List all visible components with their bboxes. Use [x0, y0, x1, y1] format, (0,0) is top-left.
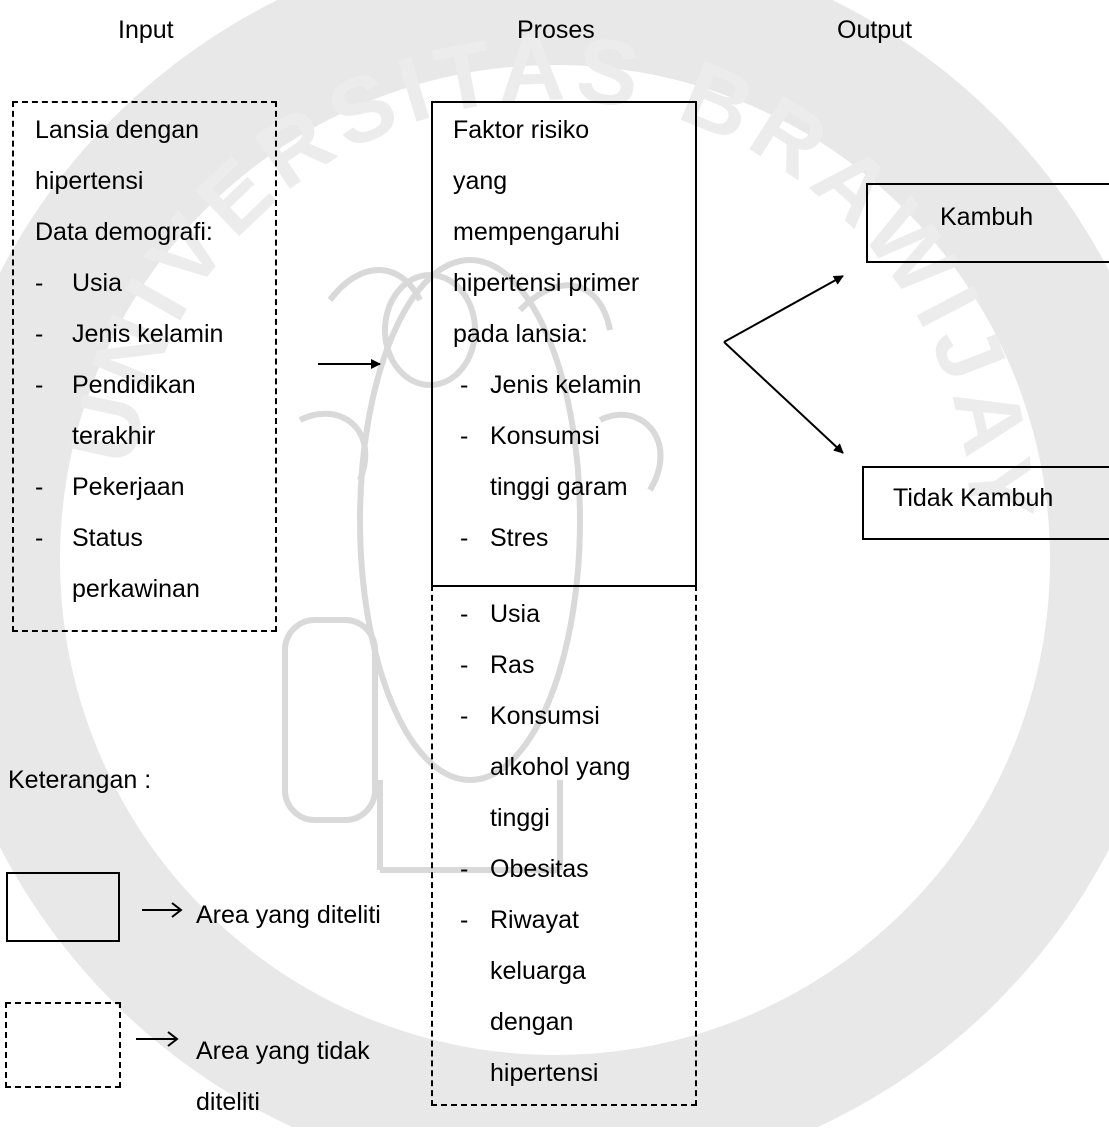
- input-item-pendidikan: Pendidikan: [72, 371, 196, 399]
- list-dash: -: [35, 473, 44, 501]
- list-dash: -: [460, 651, 469, 679]
- studied-item-jenis-kelamin: Jenis kelamin: [490, 371, 642, 399]
- input-item-terakhir: terakhir: [72, 422, 156, 450]
- list-dash: -: [35, 269, 44, 297]
- list-dash: -: [35, 524, 44, 552]
- process-title-line: hipertensi primer: [453, 269, 640, 297]
- input-item-status: Status: [72, 524, 143, 552]
- list-dash: -: [35, 371, 44, 399]
- output-kambuh: Kambuh: [940, 203, 1034, 231]
- list-dash: -: [460, 855, 469, 883]
- unstudied-item-obesitas: Obesitas: [490, 855, 589, 883]
- legend-label-unstudied-line2: diteliti: [196, 1088, 260, 1116]
- unstudied-item-alkohol: alkohol yang: [490, 753, 631, 781]
- list-dash: -: [460, 524, 469, 552]
- header-proses: Proses: [517, 16, 595, 44]
- legend-title: Keterangan :: [8, 766, 152, 794]
- legend-box-studied: [6, 872, 120, 942]
- process-box-studied: [431, 101, 697, 587]
- process-title-line: mempengaruhi: [453, 218, 620, 246]
- header-input: Input: [118, 16, 174, 44]
- legend-arrow-studied: [142, 902, 183, 918]
- arrow-to-tidak-kambuh: [723, 341, 844, 454]
- process-title-line: yang: [453, 167, 508, 195]
- input-item-usia: Usia: [72, 269, 123, 297]
- demographic-label: Data demografi:: [35, 218, 213, 246]
- list-dash: -: [460, 371, 469, 399]
- studied-item-stres: Stres: [490, 524, 549, 552]
- studied-item-tinggi-garam: tinggi garam: [490, 473, 628, 501]
- list-dash: -: [460, 702, 469, 730]
- input-title-line1: Lansia dengan: [35, 116, 200, 144]
- legend-arrow-unstudied: [136, 1031, 179, 1047]
- input-item-jenis-kelamin: Jenis kelamin: [72, 320, 224, 348]
- input-title-line2: hipertensi: [35, 167, 144, 195]
- input-item-perkawinan: perkawinan: [72, 575, 200, 603]
- legend-box-unstudied: [5, 1002, 121, 1088]
- unstudied-item-ras: Ras: [490, 651, 535, 679]
- legend-label-unstudied-line1: Area yang tidak: [196, 1037, 370, 1065]
- process-title-line: Faktor risiko: [453, 116, 590, 144]
- unstudied-item-hipertensi: hipertensi: [490, 1059, 599, 1087]
- legend-label-studied: Area yang diteliti: [196, 901, 381, 929]
- output-tidak-kambuh: Tidak Kambuh: [893, 484, 1054, 512]
- arrow-to-kambuh: [723, 275, 844, 343]
- list-dash: -: [460, 600, 469, 628]
- list-dash: -: [460, 906, 469, 934]
- unstudied-item-usia: Usia: [490, 600, 541, 628]
- unstudied-item-riwayat: Riwayat: [490, 906, 579, 934]
- input-item-pekerjaan: Pekerjaan: [72, 473, 185, 501]
- list-dash: -: [460, 422, 469, 450]
- output-box-tidak-kambuh: [862, 466, 1109, 540]
- unstudied-item-keluarga: keluarga: [490, 957, 586, 985]
- output-box-kambuh: [866, 183, 1109, 263]
- seal-figure: [282, 257, 664, 873]
- list-dash: -: [35, 320, 44, 348]
- studied-item-konsumsi: Konsumsi: [490, 422, 600, 450]
- unstudied-item-dengan: dengan: [490, 1008, 574, 1036]
- process-title-line: pada lansia:: [453, 320, 588, 348]
- header-output: Output: [837, 16, 913, 44]
- unstudied-item-konsumsi: Konsumsi: [490, 702, 600, 730]
- unstudied-item-tinggi: tinggi: [490, 804, 550, 832]
- input-box: [12, 101, 277, 632]
- process-box-unstudied: [431, 585, 697, 1106]
